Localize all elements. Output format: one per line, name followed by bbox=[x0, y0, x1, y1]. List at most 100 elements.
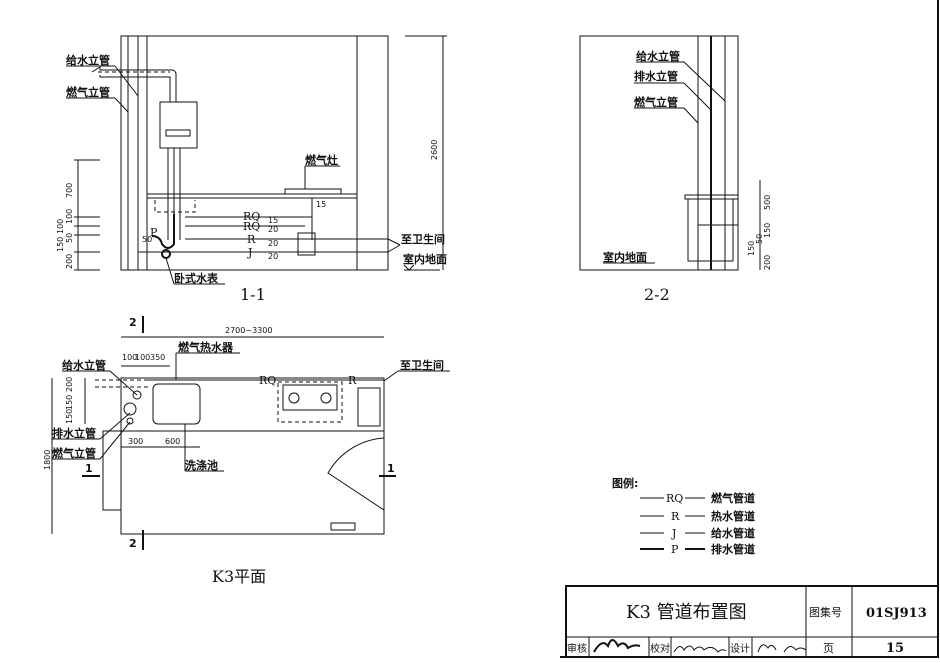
label-drain-riser: 排水立管 bbox=[52, 426, 96, 440]
dim-50: 50 bbox=[65, 233, 74, 243]
bottom-dim-300: 300 bbox=[128, 437, 143, 446]
left-dim-150a: 150 bbox=[65, 395, 74, 410]
label-gas-stove: 燃气灶 bbox=[304, 153, 338, 167]
label-floor: 室内地面 bbox=[603, 250, 647, 264]
legend-item-r: R 热水管道 bbox=[640, 509, 755, 523]
label-floor: 室内地面 bbox=[403, 252, 447, 266]
dim-200: 200 bbox=[65, 254, 74, 269]
legend-label: 给水管道 bbox=[711, 526, 755, 540]
size-j: 20 bbox=[268, 252, 278, 261]
bottom-dim-600: 600 bbox=[165, 437, 180, 446]
size-rq2: 20 bbox=[268, 225, 278, 234]
design-signature bbox=[757, 644, 807, 653]
legend-code: R bbox=[671, 510, 680, 523]
flue-arrow bbox=[91, 66, 177, 102]
legend-code: P bbox=[671, 543, 679, 556]
pipe-code-r: R bbox=[247, 233, 256, 246]
sink bbox=[152, 383, 201, 425]
top-dim-100a: 100 bbox=[122, 353, 137, 362]
room-outline bbox=[579, 35, 739, 271]
label-gas-riser: 燃气立管 bbox=[633, 95, 678, 109]
pipe-code-rq2: RQ bbox=[243, 220, 260, 233]
gas-stove bbox=[282, 384, 338, 411]
size-r: 20 bbox=[268, 239, 278, 248]
gas-meter bbox=[297, 232, 316, 256]
label-to-bathroom: 至卫生间 bbox=[400, 358, 444, 372]
section-2-2: 给水立管 排水立管 燃气立管 室内地面 500 150 50 150 200 2… bbox=[579, 35, 772, 304]
left-dim-200: 200 bbox=[65, 377, 74, 392]
depth-dim: 1800 bbox=[43, 450, 52, 470]
label-drain-riser: 排水立管 bbox=[634, 69, 678, 83]
section-title-1-1: 1-1 bbox=[240, 285, 266, 304]
water-heater-display bbox=[165, 129, 191, 137]
pipe-code-rq: RQ bbox=[259, 374, 276, 387]
legend-item-j: J 给水管道 bbox=[640, 526, 755, 540]
label-gas-riser: 燃气立管 bbox=[51, 446, 96, 460]
pipe-code-p: P bbox=[150, 226, 158, 239]
left-dim-150b: 150 bbox=[65, 409, 74, 424]
cut-mark-1-left: 1 bbox=[85, 462, 93, 475]
cut-mark-2-top: 2 bbox=[129, 316, 137, 329]
stove-outline bbox=[277, 381, 343, 423]
label-supply-riser: 给水立管 bbox=[66, 53, 110, 67]
size-stove-branch: 15 bbox=[316, 200, 326, 209]
review-signature bbox=[593, 639, 641, 653]
label-supply-riser: 给水立管 bbox=[636, 49, 680, 63]
legend-code: RQ bbox=[666, 492, 683, 505]
size-drain: 50 bbox=[142, 235, 152, 244]
floor-drain bbox=[330, 522, 356, 531]
room-outline bbox=[120, 377, 385, 535]
top-dim-350: 350 bbox=[150, 353, 165, 362]
dim-100a: 100 bbox=[65, 209, 74, 224]
top-dim-100b: 100 bbox=[135, 353, 150, 362]
floor-level-marker bbox=[403, 264, 415, 271]
pipe-code-j: J bbox=[247, 246, 252, 259]
door-swing bbox=[327, 437, 385, 511]
label-supply-riser: 给水立管 bbox=[62, 358, 106, 372]
title-block: K3 管道布置图 图集号 01SJ913 审核 校对 设计 页 15 bbox=[565, 585, 939, 658]
legend-label: 热水管道 bbox=[711, 509, 755, 523]
pipe-code-rq1: RQ bbox=[243, 210, 260, 223]
atlas-number: 01SJ913 bbox=[866, 606, 927, 621]
drawing-title: K3 管道布置图 bbox=[626, 602, 747, 623]
side-appliance bbox=[357, 387, 381, 427]
label-sink: 洗涤池 bbox=[185, 458, 218, 472]
dim-200: 200 bbox=[763, 255, 772, 270]
width-dim: 2700~3300 bbox=[225, 326, 272, 335]
size-rq1: 15 bbox=[268, 216, 278, 225]
legend-title: 图例: bbox=[612, 476, 638, 490]
drain-trap bbox=[151, 214, 175, 249]
dim-150a: 150 bbox=[763, 223, 772, 238]
section-1-1: 2600 700 100 100 50 150 200 给水立管 燃气立管 燃气… bbox=[56, 35, 447, 304]
label-water-heater: 燃气热水器 bbox=[177, 340, 234, 354]
gas-stove bbox=[284, 188, 342, 195]
design-label: 设计 bbox=[730, 642, 750, 655]
sink-outline bbox=[154, 200, 196, 213]
label-gas-riser: 燃气立管 bbox=[65, 85, 110, 99]
dim-150: 150 bbox=[56, 237, 65, 252]
section-title-2-2: 2-2 bbox=[644, 285, 670, 304]
page-label: 页 bbox=[823, 642, 834, 655]
check-label: 校对 bbox=[650, 642, 670, 655]
water-heater bbox=[159, 101, 198, 149]
page-number: 15 bbox=[886, 641, 904, 656]
legend-item-rq: RQ 燃气管道 bbox=[640, 491, 755, 505]
review-label: 审核 bbox=[567, 642, 587, 655]
atlas-label: 图集号 bbox=[809, 605, 842, 619]
dim-700: 700 bbox=[65, 183, 74, 198]
plan-k3: 2700~3300 1800 100 100 350 200 150 150 3… bbox=[43, 316, 450, 586]
cut-mark-2-bottom: 2 bbox=[129, 537, 137, 550]
dim-500: 500 bbox=[763, 195, 772, 210]
legend-label: 燃气管道 bbox=[710, 491, 755, 505]
cut-mark-1-right: 1 bbox=[387, 462, 395, 475]
room-outline bbox=[120, 35, 389, 271]
cabinet bbox=[687, 198, 734, 262]
dim-100b: 100 bbox=[56, 219, 65, 234]
dim-50: 50 bbox=[755, 234, 764, 244]
dim-150b: 150 bbox=[747, 241, 756, 256]
legend-code: J bbox=[671, 527, 676, 540]
label-to-bathroom: 至卫生间 bbox=[401, 232, 445, 246]
